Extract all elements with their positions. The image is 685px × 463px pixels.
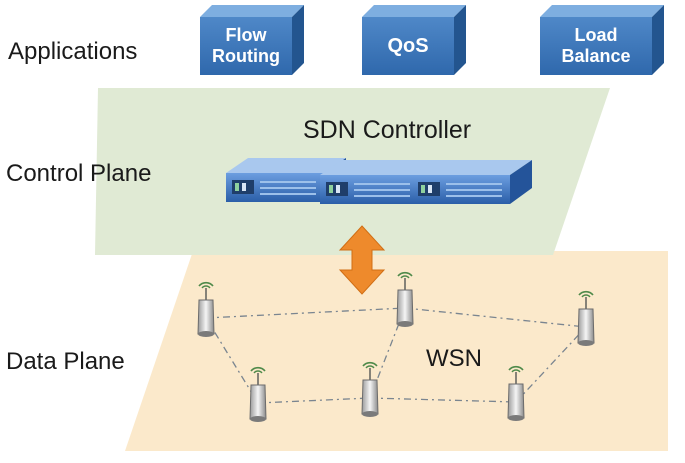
app-label-line1: Load — [574, 25, 618, 45]
app-label-line1: Flow — [225, 25, 267, 45]
sensor-node-icon — [197, 281, 215, 337]
app-label-line2: Routing — [212, 46, 280, 66]
sensor-node-icon — [507, 365, 525, 421]
wsn-label: WSN — [426, 345, 482, 372]
sensor-node-icon — [577, 290, 595, 346]
data-plane-label: Data Plane — [6, 348, 125, 375]
sensor-node-icon — [249, 366, 267, 422]
app-box-qos-shape — [362, 5, 466, 75]
applications-label: Applications — [8, 38, 138, 65]
data-plane-surface — [125, 251, 668, 451]
sensor-node-icon — [361, 361, 379, 417]
double-arrow-icon — [338, 225, 386, 295]
app-label-line1: QoS — [387, 34, 429, 57]
server-icon — [412, 160, 532, 204]
app-box-load-balance-shape — [540, 5, 664, 75]
control-plane-label: Control Plane — [6, 160, 152, 187]
app-box-qos: QoS — [362, 17, 454, 75]
app-box-load-balance: Load Balance — [540, 17, 652, 75]
app-box-flow-routing: Flow Routing — [200, 17, 292, 75]
sdn-controller-title: SDN Controller — [303, 116, 472, 144]
app-label-line2: Balance — [561, 46, 631, 66]
sensor-node-icon — [396, 271, 414, 327]
app-box-flow-routing-shape — [200, 5, 304, 75]
